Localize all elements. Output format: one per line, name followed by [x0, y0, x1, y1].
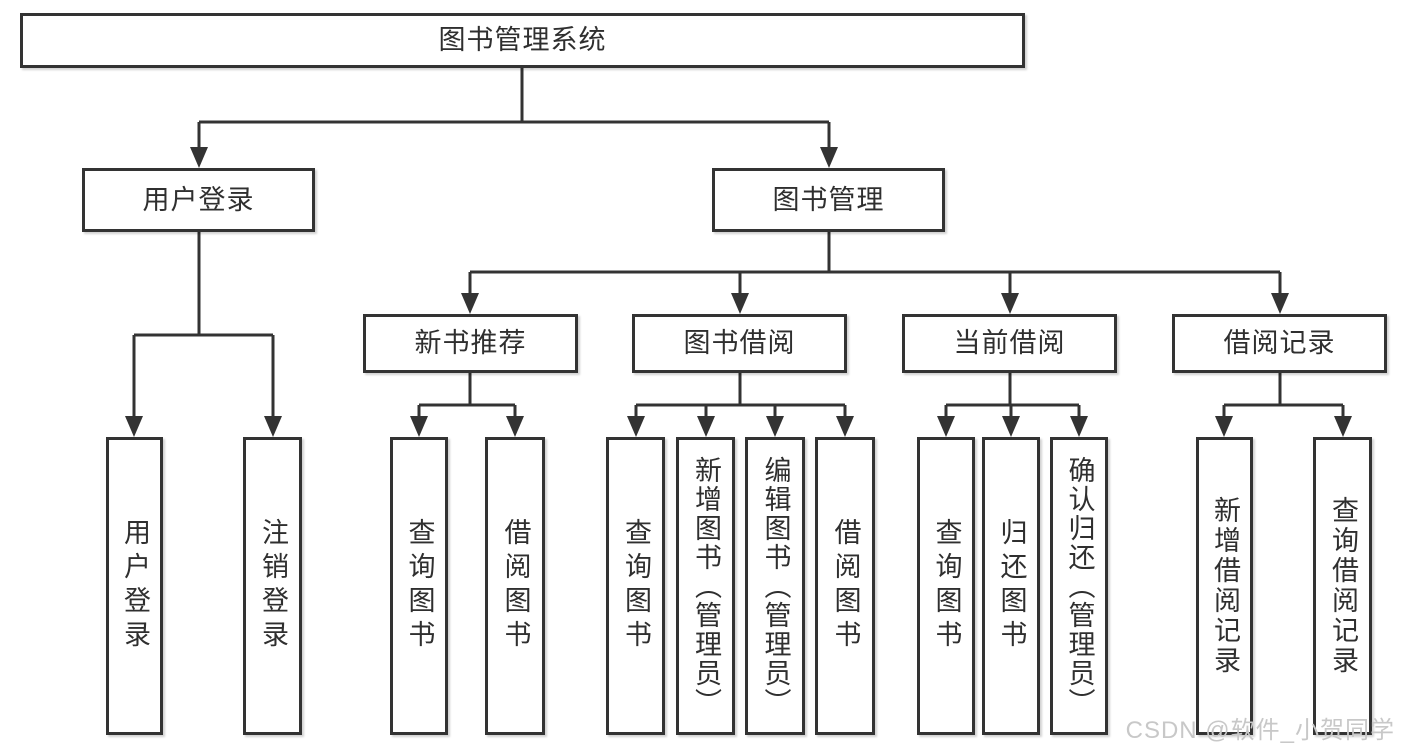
node-book-borrow: 图书借阅	[632, 314, 847, 373]
leaf-confirm-return-admin-label: 确认归还（管理员）	[1064, 455, 1095, 717]
node-new-book-recommend: 新书推荐	[363, 314, 578, 373]
node-root: 图书管理系统	[20, 13, 1025, 68]
leaf-borrow-books-recommend-label: 借阅图书	[500, 518, 531, 654]
node-new-book-recommend-label: 新书推荐	[414, 328, 527, 358]
leaf-logout: 注销登录	[243, 437, 302, 735]
leaf-return-books: 归还图书	[982, 437, 1040, 735]
node-current-borrow-label: 当前借阅	[953, 328, 1066, 358]
leaf-add-borrow-record: 新增借阅记录	[1196, 437, 1253, 735]
node-borrow-records: 借阅记录	[1172, 314, 1387, 373]
leaf-add-book-admin: 新增图书（管理员）	[676, 437, 735, 735]
node-book-management: 图书管理	[712, 168, 945, 232]
leaf-borrow-books-label: 借阅图书	[830, 518, 861, 654]
node-borrow-records-label: 借阅记录	[1223, 328, 1336, 358]
leaf-add-borrow-record-label: 新增借阅记录	[1210, 496, 1240, 676]
watermark: CSDN @软件_小贺同学	[1125, 717, 1395, 744]
node-user-login: 用户登录	[82, 168, 315, 232]
leaf-user-login-label: 用户登录	[120, 518, 150, 654]
leaf-query-borrow-record: 查询借阅记录	[1313, 437, 1372, 735]
leaf-query-books-current-label: 查询图书	[931, 518, 962, 654]
node-user-login-label: 用户登录	[142, 184, 255, 215]
leaf-query-books-borrow: 查询图书	[606, 437, 665, 735]
leaf-query-books-recommend-label: 查询图书	[404, 518, 435, 654]
leaf-edit-book-admin: 编辑图书（管理员）	[745, 437, 805, 735]
leaf-query-borrow-record-label: 查询借阅记录	[1328, 496, 1358, 676]
leaf-user-login: 用户登录	[106, 437, 163, 735]
leaf-borrow-books-recommend: 借阅图书	[485, 437, 545, 735]
leaf-return-books-label: 归还图书	[996, 518, 1027, 654]
leaf-edit-book-admin-label: 编辑图书（管理员）	[760, 455, 791, 717]
leaf-query-books-borrow-label: 查询图书	[621, 518, 651, 654]
node-current-borrow: 当前借阅	[902, 314, 1117, 373]
leaf-query-books-recommend: 查询图书	[390, 437, 448, 735]
node-root-label: 图书管理系统	[438, 25, 607, 55]
leaf-query-books-current: 查询图书	[917, 437, 975, 735]
leaf-logout-label: 注销登录	[258, 518, 288, 654]
leaf-confirm-return-admin: 确认归还（管理员）	[1050, 437, 1108, 735]
node-book-borrow-label: 图书借阅	[683, 328, 796, 358]
leaf-add-book-admin-label: 新增图书（管理员）	[691, 455, 721, 717]
node-book-management-label: 图书管理	[772, 184, 885, 215]
leaf-borrow-books: 借阅图书	[815, 437, 875, 735]
